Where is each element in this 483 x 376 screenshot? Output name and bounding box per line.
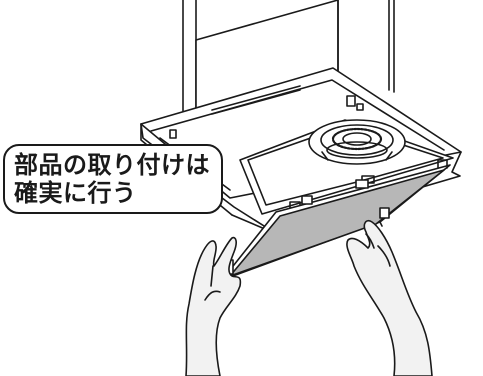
callout-line-1: 部品の取り付けは [14, 151, 210, 179]
duct-panel [182, 0, 395, 113]
right-glove [346, 219, 433, 376]
filter-panel [221, 164, 451, 285]
callout-line-2: 確実に行う [14, 179, 137, 207]
left-glove [185, 236, 242, 376]
instruction-callout: 部品の取り付けは 確実に行う [3, 144, 223, 214]
fan-icon [308, 119, 406, 165]
